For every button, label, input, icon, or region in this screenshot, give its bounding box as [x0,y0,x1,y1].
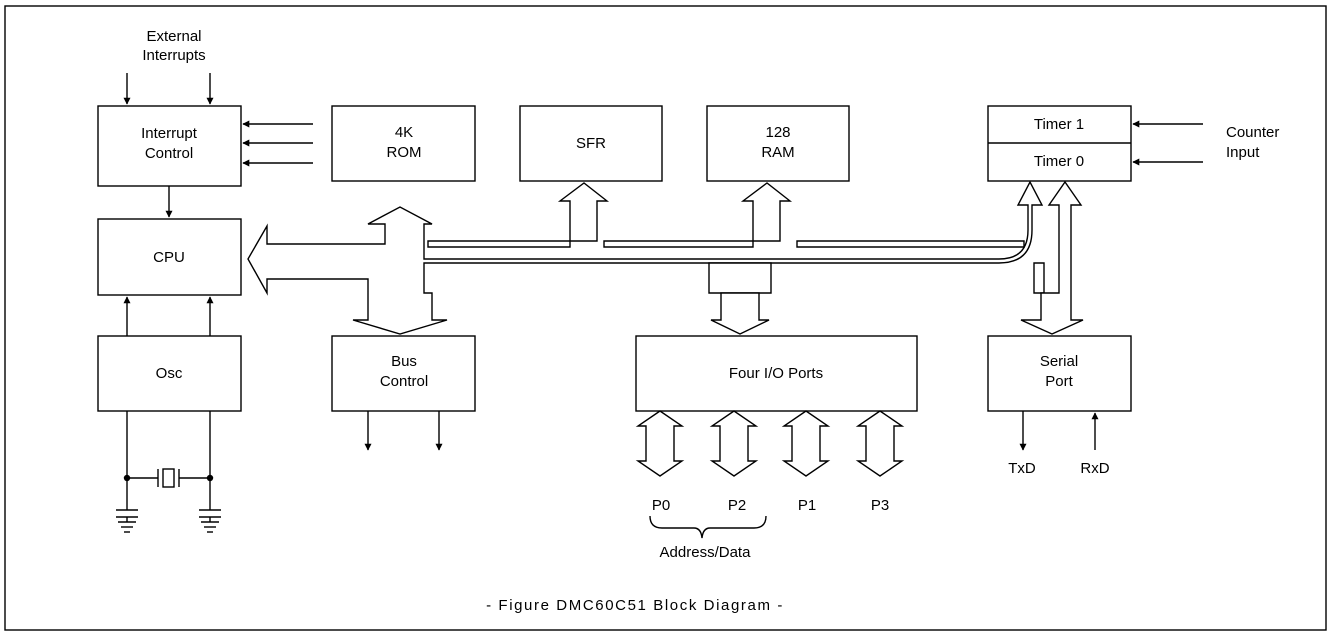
osc-to-cpu-arrows [123,296,214,336]
cpu-block: CPU [97,218,242,296]
counter-input: Counter Input [1132,120,1279,166]
p3-arrow [855,410,905,477]
osc-block: Osc [97,335,242,412]
external-interrupts: External Interrupts [123,28,214,105]
timer0-label: Timer 0 [1034,153,1084,170]
osc-label: Osc [156,365,183,382]
timer1-label: Timer 1 [1034,116,1084,133]
rom-label-1: 4K [395,124,413,141]
external-interrupts-label-1: External [146,28,201,45]
counter-input-label-2: Input [1226,144,1260,161]
serial-port-block: Serial Port [987,335,1132,412]
crystal-icon [162,468,175,488]
serial-lines: TxD RxD [1008,411,1110,477]
address-data-brace [649,515,767,539]
bus-control-label-2: Control [380,373,428,390]
internal-bus [247,180,1084,335]
serial-port-label-2: Port [1045,373,1073,390]
address-data-label: Address/Data [660,544,752,561]
bus-control-label-1: Bus [391,353,417,370]
rom-label-2: ROM [387,144,422,161]
port-labels: P0 P2 P1 P3 [652,497,889,514]
figure-caption: - Figure DMC60C51 Block Diagram - [486,597,784,614]
interrupt-control-block: Interrupt Control [97,105,242,187]
serial-port-label-1: Serial [1040,353,1078,370]
p0-arrow [635,410,685,477]
io-ports-block: Four I/O Ports [635,335,918,412]
cpu-label: CPU [153,249,185,266]
diagram-frame [4,5,1327,631]
port-p1-label: P1 [798,497,816,514]
port-p0-label: P0 [652,497,670,514]
sfr-block: SFR [519,105,663,182]
internal-interrupt-arrows [242,120,313,167]
interrupt-control-label-2: Control [145,145,193,162]
rxd-label: RxD [1080,460,1109,477]
sfr-label: SFR [576,135,606,152]
rom-block: 4K ROM [331,105,476,182]
port-p2-label: P2 [728,497,746,514]
port-arrows [635,410,905,477]
ram-label-1: 128 [765,124,790,141]
timer-block: Timer 1 Timer 0 [987,105,1132,182]
counter-input-label-1: Counter [1226,124,1279,141]
p2-arrow [709,410,759,477]
txd-label: TxD [1008,460,1036,477]
io-ports-label: Four I/O Ports [729,365,823,382]
bus-control-outputs [364,411,443,451]
port-p3-label: P3 [871,497,889,514]
ram-label-2: RAM [761,144,794,161]
interrupt-control-label-1: Interrupt [141,125,198,142]
external-interrupts-label-2: Interrupts [142,47,205,64]
p1-arrow [781,410,831,477]
bus-control-block: Bus Control [331,335,476,412]
crystal-circuit [116,411,221,533]
ram-block: 128 RAM [706,105,850,182]
